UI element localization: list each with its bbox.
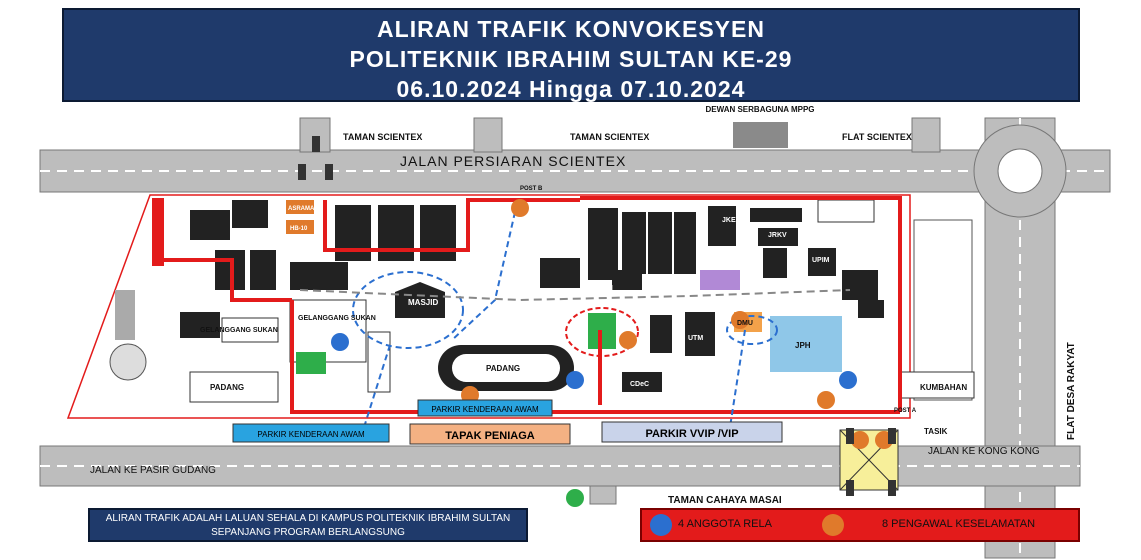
label-post-a: POST A [894,408,917,414]
map-title-banner: ALIRAN TRAFIK KONVOKESYEN POLITEKNIK IBR… [62,8,1080,102]
label-gelanggang-2: GELANGGANG SUKAN [298,315,376,322]
label-jalan-persiaran: JALAN PERSIARAN SCIENTEX [400,153,626,169]
label-asrama: ASRAMA [288,206,315,212]
label-upim: UPIM [812,257,830,264]
label-jrkv: JRKV [768,232,787,239]
traffic-lights [298,136,896,496]
label-padang-2: PADANG [486,364,520,373]
label-jph: JPH [795,341,811,350]
label-jalan-pasir-gudang: JALAN KE PASIR GUDANG [90,465,216,476]
label-dewan: DEWAN SERBAGUNA MPPG [705,105,814,114]
label-parkir-awam-1: PARKIR KENDERAAN AWAM [431,405,539,414]
legend-rela: 4 ANGGOTA RELA [678,518,772,530]
bottom-road [39,429,1081,505]
label-jalan-kong-kong: JALAN KE KONG KONG [928,446,1040,457]
label-tapak-peniaga: TAPAK PENIAGA [445,430,534,442]
label-cdec: CDeC [630,381,649,388]
label-parkir-vvip: PARKIR VVIP /VIP [645,428,738,440]
label-flat-desa-rakyat: FLAT DESA RAKYAT [1066,342,1077,440]
one-way-info-box: ALIRAN TRAFIK ADALAH LALUAN SEHALA DI KA… [88,508,528,542]
label-taman-scientex-1: TAMAN SCIENTEX [343,132,422,142]
one-way-route [160,196,902,414]
label-jke: JKE [722,217,736,224]
west-housing [109,198,279,403]
label-taman-cahaya: TAMAN CAHAYA MASAI [668,495,782,506]
campus-boundary [66,194,911,419]
label-taman-scientex-2: TAMAN SCIENTEX [570,132,649,142]
pengawal-icon [822,514,844,536]
title-line-3: 06.10.2024 Hingga 07.10.2024 [396,76,746,102]
label-hb10: HB-10 [290,226,308,232]
rela-icon [650,514,672,536]
label-kumbahan: KUMBAHAN [920,383,967,392]
label-masjid: MASJID [408,298,438,307]
dewan-building [733,122,788,148]
info-text: ALIRAN TRAFIK ADALAH LALUAN SEHALA DI KA… [105,513,511,538]
parking-areas: PARKIR KENDERAAN AWAM PARKIR KENDERAAN A… [232,399,783,445]
label-utm: UTM [688,335,703,342]
title-line-2: POLITEKNIK IBRAHIM SULTAN KE-29 [349,46,793,72]
dewan-highlight [565,307,639,357]
academic-buildings [540,199,975,401]
internal-route [299,289,851,302]
title-line-1: ALIRAN TRAFIK KONVOKESYEN [377,16,765,42]
label-padang-1: PADANG [210,383,244,392]
label-tasik: TASIK [924,427,948,436]
label-post-b: POST B [520,186,543,192]
label-gelanggang-1: GELANGGANG SUKAN [200,327,278,334]
legend-box: 4 ANGGOTA RELA 8 PENGAWAL KESELAMATAN [640,508,1080,542]
legend-pengawal: 8 PENGAWAL KESELAMATAN [882,518,1036,530]
east-road [973,117,1067,559]
label-flat-scientex: FLAT SCIENTEX [842,132,912,142]
padang-field [438,345,574,391]
label-dmu: DMU [737,320,753,327]
label-jkm: JKM [598,285,613,292]
label-parkir-awam-2: PARKIR KENDERAAN AWAM [257,430,365,439]
